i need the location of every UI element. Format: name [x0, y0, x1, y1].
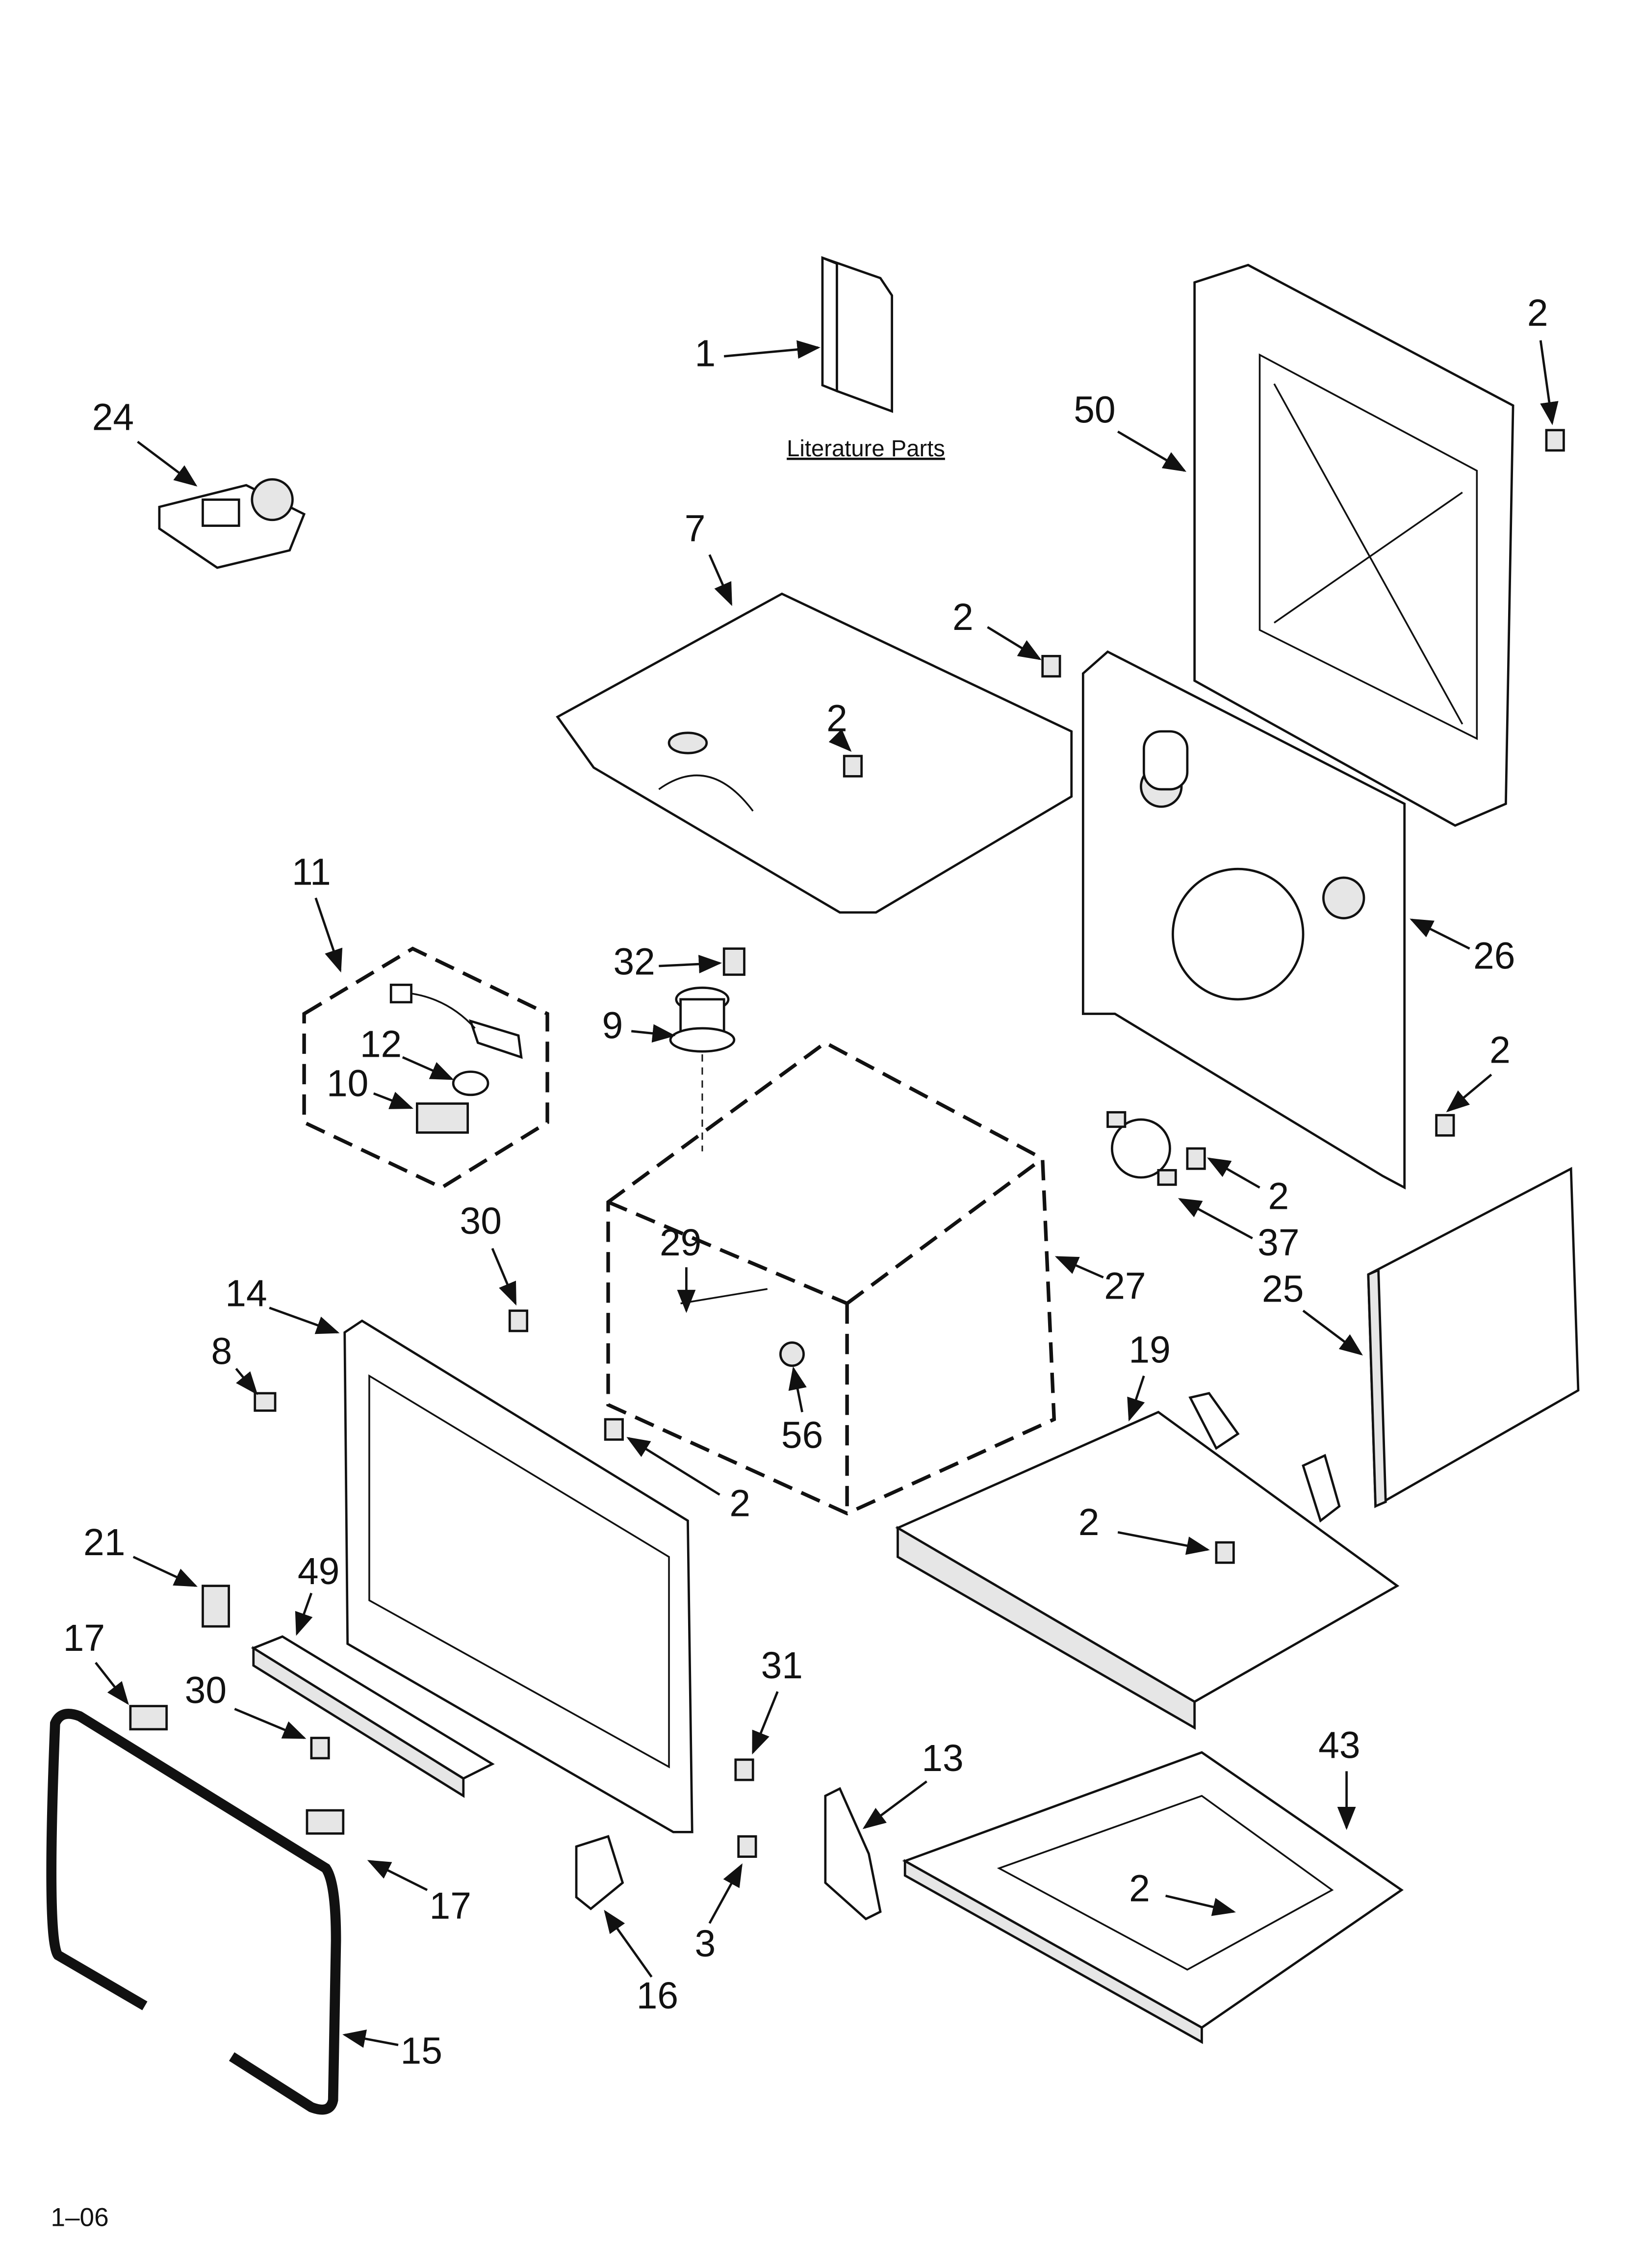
callout: 50 [1074, 390, 1115, 431]
callout: 11 [292, 851, 331, 893]
leader-arrows [95, 340, 1559, 2048]
callout: 30 [460, 1200, 502, 1242]
spacer-17a [129, 1705, 168, 1731]
callout: 15 [401, 2030, 442, 2072]
thermostat-part [1106, 1111, 1177, 1186]
callout: 2 [952, 597, 974, 638]
callout: 37 [1257, 1222, 1299, 1264]
callout: 30 [185, 1669, 227, 1711]
literature-parts-label: Literature Parts [787, 436, 945, 462]
callout: 31 [761, 1645, 803, 1687]
callout: 24 [92, 396, 134, 438]
callout: 12 [360, 1024, 402, 1066]
callout: 1 [694, 333, 716, 374]
control-module-part [158, 478, 306, 569]
screw-30b [310, 1737, 330, 1760]
front-frame-part [343, 1319, 693, 1833]
callout: 56 [781, 1415, 823, 1457]
callout: 14 [225, 1273, 267, 1314]
callout: 9 [602, 1005, 623, 1046]
callout: 26 [1473, 936, 1515, 977]
callout: 32 [613, 941, 655, 983]
callout: 2 [1129, 1868, 1150, 1910]
vent-trim-49 [251, 1635, 495, 1798]
bracket-13 [824, 1787, 882, 1921]
callout: 21 [83, 1522, 125, 1564]
callout: 2 [1489, 1029, 1511, 1071]
light-kit-group [302, 946, 549, 1190]
spacer-17b [306, 1809, 345, 1835]
base-pan-43 [902, 1751, 1404, 2044]
callout: 49 [298, 1551, 339, 1592]
callout: 17 [63, 1617, 105, 1659]
screw-30a [508, 1309, 529, 1332]
screw-8 [254, 1392, 277, 1412]
callout: 2 [826, 698, 847, 739]
callout: 3 [694, 1923, 716, 1965]
callout: 2 [1078, 1502, 1100, 1543]
callout: 29 [660, 1222, 701, 1264]
callout: 17 [430, 1885, 471, 1927]
callout: 43 [1318, 1724, 1360, 1766]
callout: 2 [1268, 1176, 1289, 1218]
callout: 13 [922, 1738, 963, 1779]
gasket-15 [46, 1709, 341, 2115]
callout: 8 [211, 1331, 232, 1373]
callout: 10 [327, 1063, 368, 1104]
callout: 19 [1129, 1330, 1170, 1371]
callout-labels: 1 24 50 2 7 2 2 11 32 9 12 10 26 2 2 37 … [63, 292, 1548, 2072]
rear-panel-part [1081, 650, 1406, 1190]
callout: 16 [637, 1975, 678, 2017]
vent-tube-part [669, 947, 745, 1151]
back-panel-part [1193, 263, 1514, 827]
oven-cavity-part [606, 1041, 1056, 1516]
bracket-16 [575, 1835, 624, 1910]
top-plate-part [556, 592, 1073, 914]
bottom-tray-part [895, 1392, 1400, 1730]
screw-31 [734, 1758, 754, 1781]
callout: 2 [1527, 292, 1548, 334]
callout: 25 [1262, 1269, 1304, 1310]
callout: 7 [685, 508, 706, 550]
bracket-21 [202, 1585, 230, 1628]
callout: 2 [729, 1483, 750, 1524]
callout: 27 [1104, 1266, 1146, 1307]
footer-code: 1–06 [51, 2203, 108, 2232]
literature-booklet [821, 256, 894, 413]
side-panel-part [1367, 1167, 1580, 1509]
screw-3 [737, 1835, 757, 1858]
